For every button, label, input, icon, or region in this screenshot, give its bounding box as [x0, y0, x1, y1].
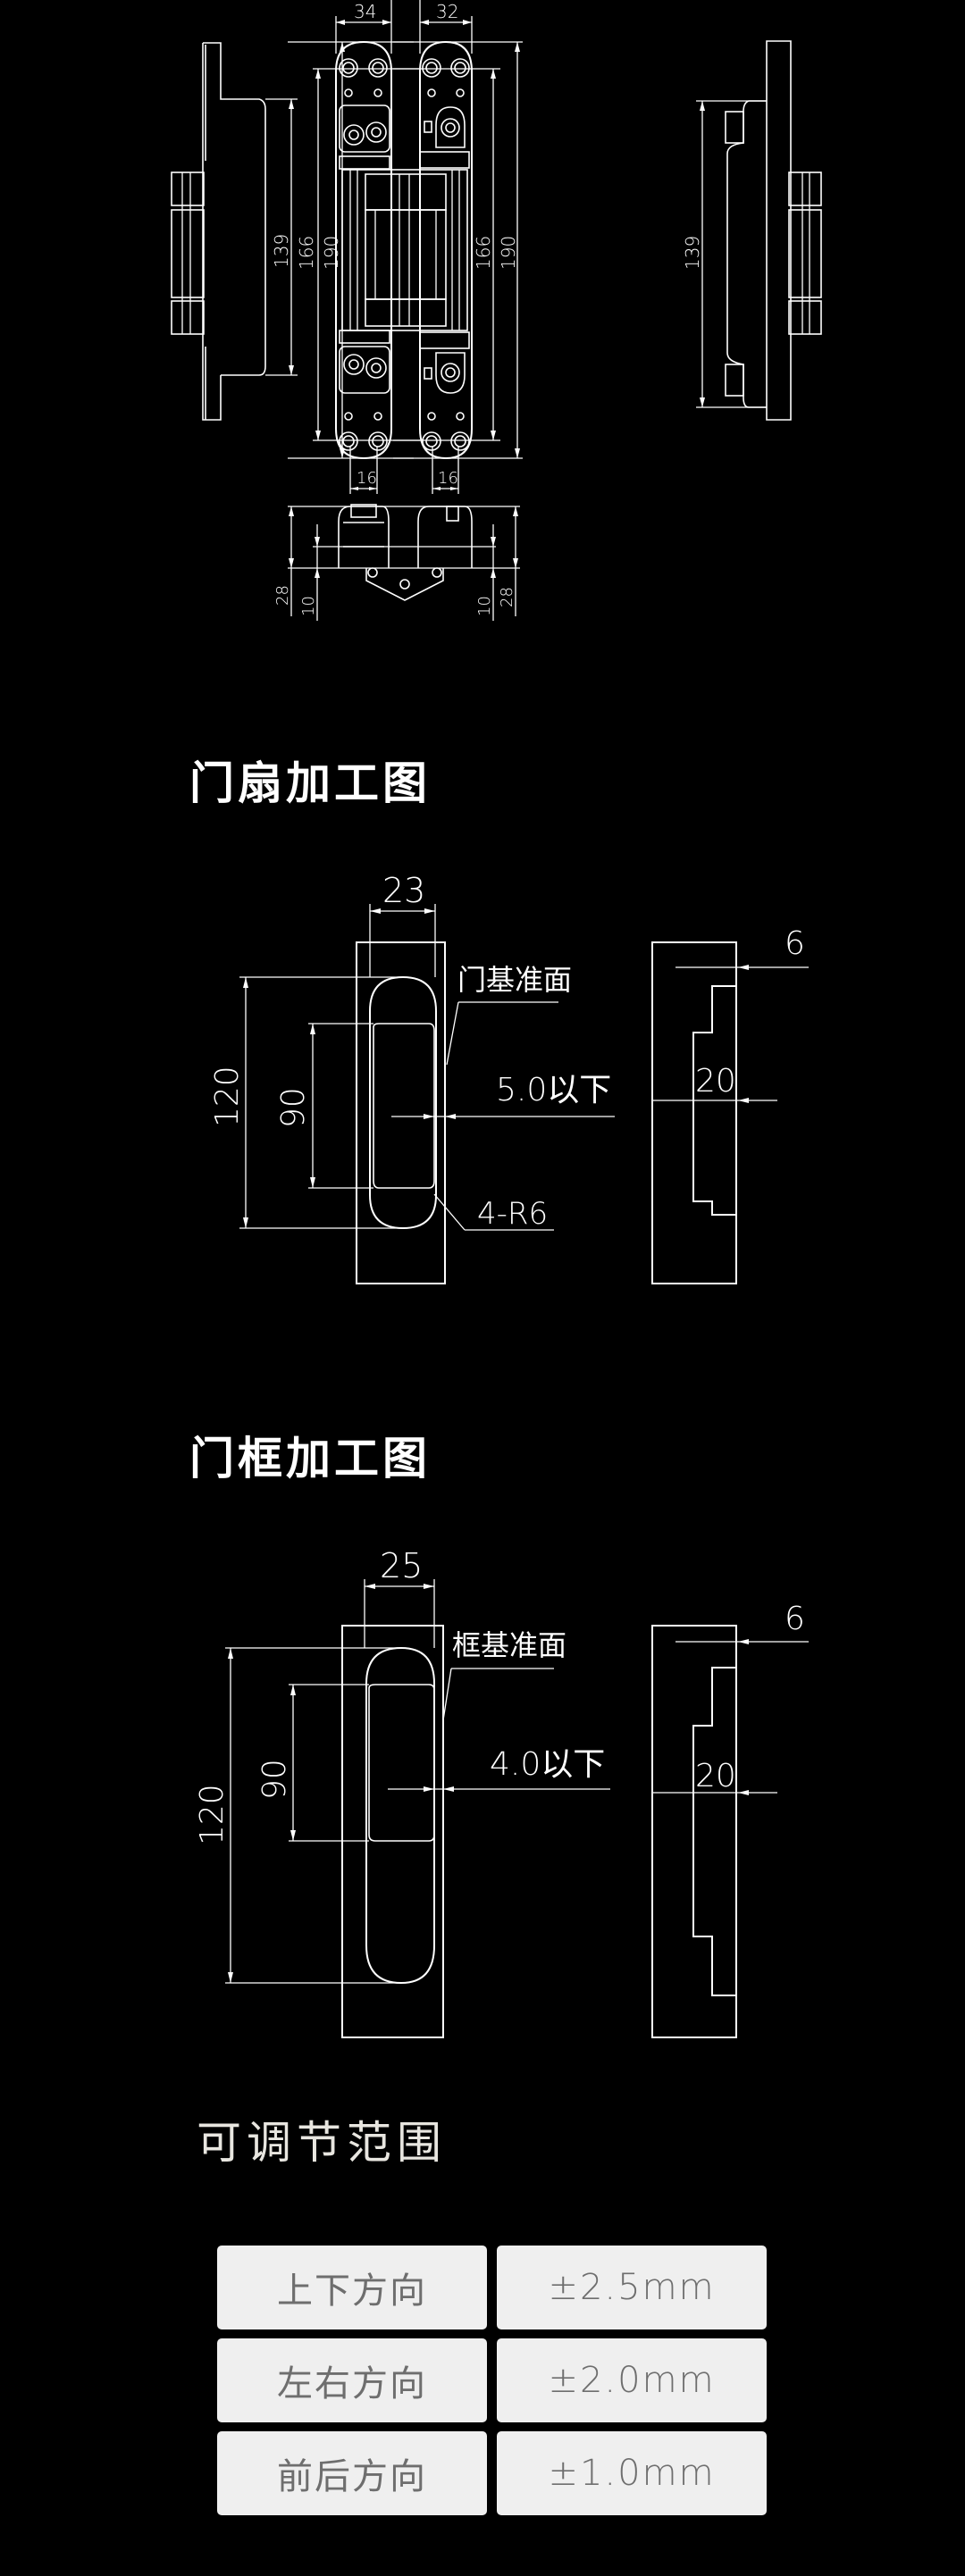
dim-frame-height-120: 120	[194, 1784, 231, 1845]
door-frame-drawing: 25 框基准面 120 90 4.0以下 6 20	[194, 1546, 809, 2038]
dim-left-166: 166	[296, 236, 317, 270]
hinge-top-view	[288, 504, 520, 601]
adjustment-direction: 上下方向	[217, 2246, 487, 2329]
dim-depth-28-right: 28	[498, 587, 516, 607]
leaf-offset-label: 5.0以下	[496, 1072, 611, 1108]
dim-right-166: 166	[473, 236, 494, 270]
adjustment-row: 前后方向 ±1.0mm	[217, 2431, 768, 2515]
adjustment-row: 左右方向 ±2.0mm	[217, 2338, 768, 2422]
adjustment-direction: 左右方向	[217, 2338, 487, 2422]
frame-section-top: 6	[785, 1601, 805, 1637]
frame-offset-label: 4.0以下	[490, 1746, 605, 1783]
dim-width-32: 32	[436, 1, 458, 22]
dim-leaf-height-120: 120	[209, 1066, 246, 1127]
leaf-section-depth: 20	[695, 1063, 736, 1100]
dim-width-34: 34	[354, 1, 376, 22]
dim-depth-10-right: 10	[475, 596, 494, 616]
adjustment-title: 可调节范围	[197, 2117, 447, 2169]
dim-leaf-height-90: 90	[275, 1087, 312, 1128]
left-hinge-plate	[335, 40, 392, 460]
door-frame-title: 门框加工图	[189, 1433, 431, 1485]
right-hinge-plate	[419, 40, 473, 460]
left-side-profile	[171, 42, 298, 421]
right-side-profile	[696, 40, 822, 421]
adjustment-direction: 前后方向	[217, 2431, 487, 2515]
hinge-drawing: 139 190 166 34 32	[171, 0, 822, 621]
adjustment-range: ±2.0mm	[497, 2338, 767, 2422]
adjustment-range: ±2.5mm	[497, 2246, 767, 2329]
dim-frame-width: 25	[380, 1546, 423, 1585]
dim-right-139: 139	[682, 236, 703, 270]
dim-depth-10-left: 10	[299, 596, 318, 616]
leaf-radius-label: 4-R6	[477, 1196, 548, 1232]
dim-left-139: 139	[271, 234, 292, 268]
adjustment-row: 上下方向 ±2.5mm	[217, 2246, 768, 2329]
dim-frame-height-90: 90	[256, 1759, 293, 1800]
dim-right-190: 190	[498, 236, 519, 270]
leaf-section-top: 6	[785, 925, 805, 962]
dim-hole-16-left: 16	[357, 469, 377, 488]
dim-depth-28-left: 28	[273, 585, 292, 606]
leaf-reference-label: 门基准面	[457, 963, 572, 997]
door-leaf-drawing: 23 门基准面 120 90 5.0以下 4-R6 6 20	[209, 871, 809, 1284]
dim-left-190: 190	[321, 236, 342, 270]
adjustment-table: 上下方向 ±2.5mm 左右方向 ±2.0mm 前后方向 ±1.0mm	[217, 2246, 768, 2524]
frame-reference-label: 框基准面	[452, 1628, 566, 1662]
door-leaf-title: 门扇加工图	[189, 757, 431, 809]
dim-hole-16-right: 16	[438, 469, 458, 488]
adjustment-range: ±1.0mm	[497, 2431, 767, 2515]
frame-section-depth: 20	[695, 1758, 736, 1794]
dim-leaf-width: 23	[382, 871, 425, 910]
hinge-center-body	[341, 169, 468, 331]
